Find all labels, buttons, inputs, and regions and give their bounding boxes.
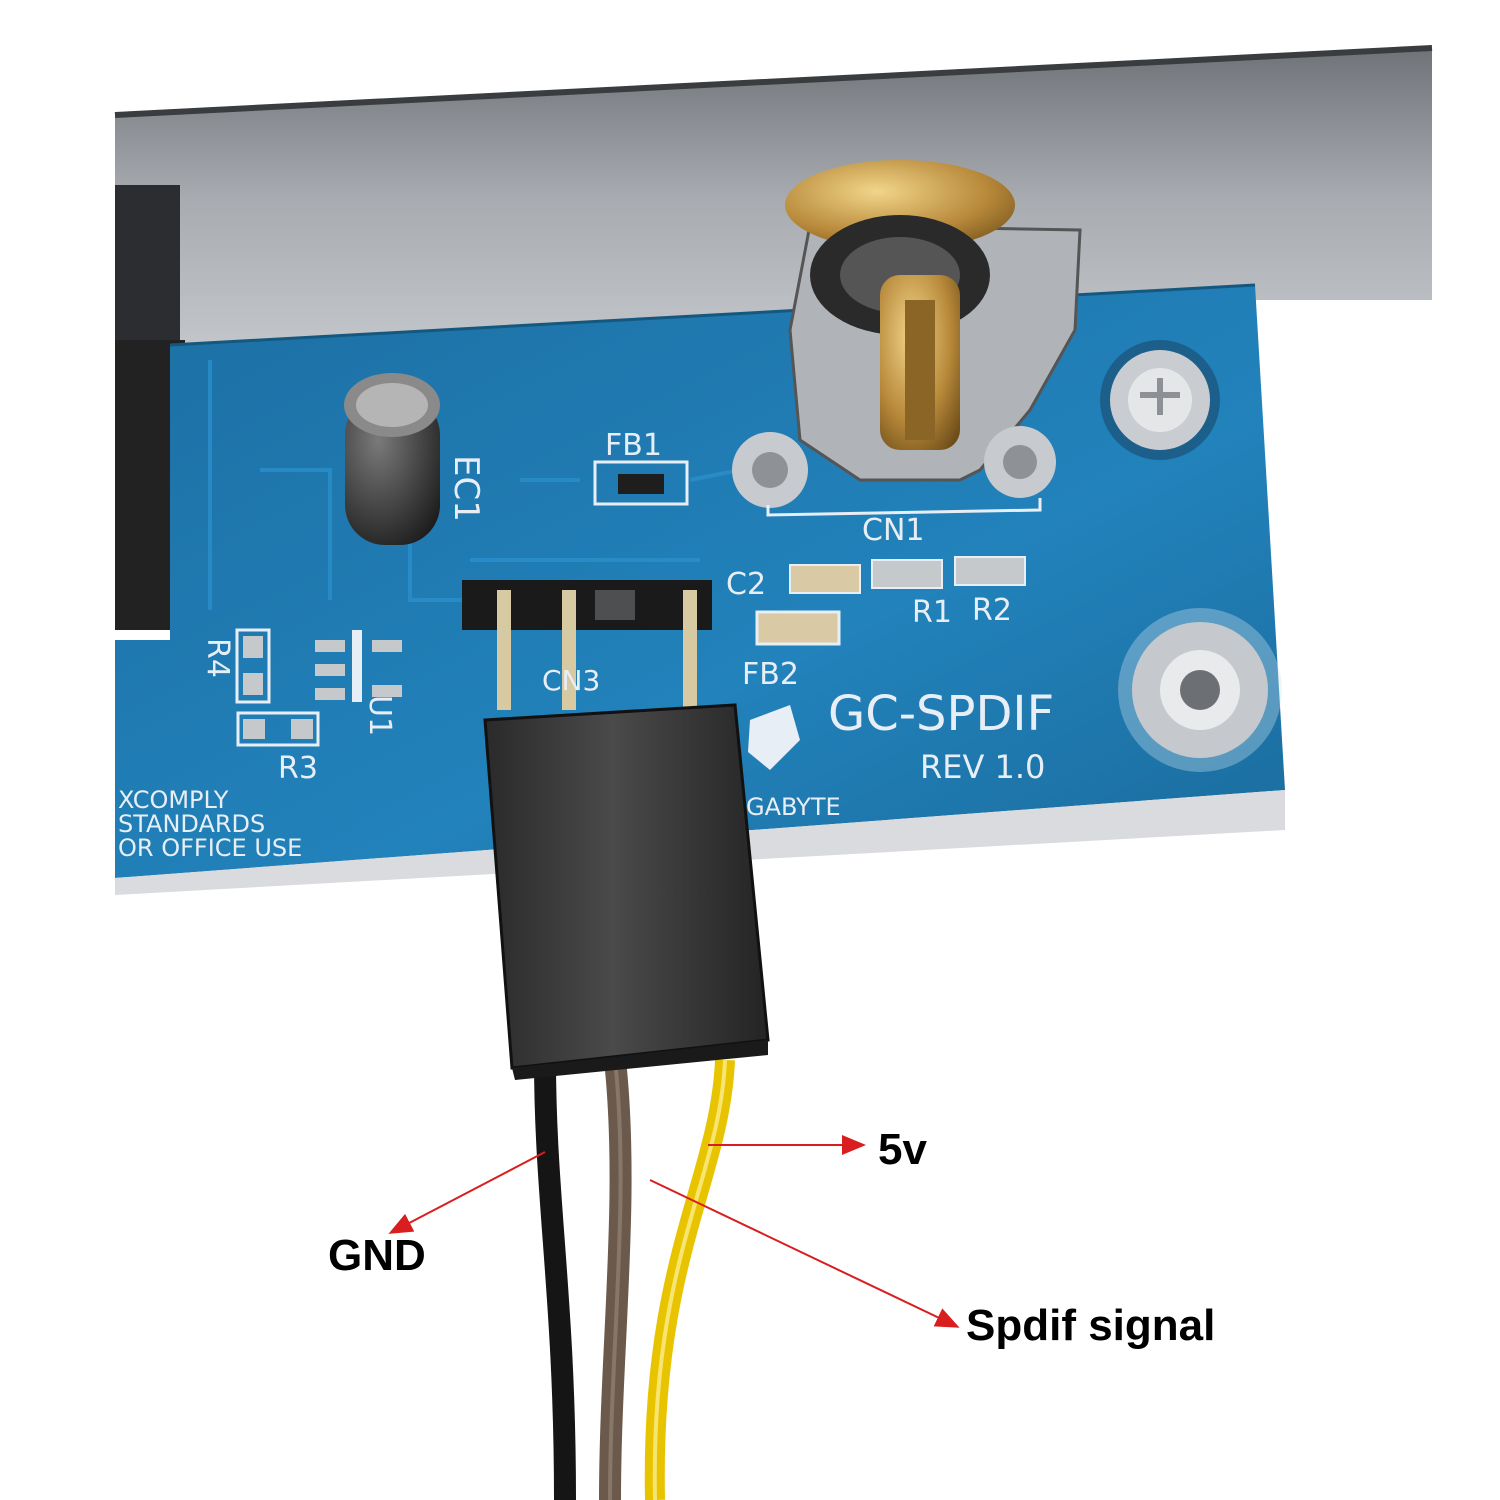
- mounting-hole: [1118, 608, 1282, 772]
- label-spdif-signal: Spdif signal: [966, 1301, 1215, 1350]
- gigabyte-logo-icon: [748, 705, 800, 770]
- capacitor-ec1: [344, 373, 440, 545]
- label-fb2: FB2: [742, 657, 799, 692]
- smd-components: [235, 460, 1026, 747]
- silkscreen-labels: FB1 EC1 CN1 C2 R1 R2 FB2 CN3 R4 U1 R3 GC…: [118, 428, 1054, 862]
- mounting-screw: [1100, 340, 1220, 460]
- label-brand: GABYTE: [746, 793, 841, 821]
- label-ec1: EC1: [446, 455, 486, 522]
- label-r1: R1: [912, 595, 952, 630]
- label-notice-line3: OR OFFICE USE: [118, 834, 302, 862]
- label-fb1: FB1: [605, 428, 662, 463]
- pin-header-cn3: [462, 580, 712, 710]
- label-r3: R3: [278, 751, 318, 786]
- label-cn3: CN3: [542, 664, 600, 697]
- arrow-gnd: [388, 1151, 546, 1234]
- metal-bracket: [114, 45, 1433, 630]
- wire-bundle: [534, 1058, 735, 1500]
- label-c2: C2: [726, 567, 766, 602]
- label-notice-line1: XCOMPLY: [118, 786, 229, 814]
- arrow-signal: [649, 1179, 960, 1328]
- label-gnd: GND: [328, 1231, 426, 1280]
- callout-arrows: [388, 1135, 960, 1328]
- label-r2: R2: [972, 593, 1012, 628]
- label-revision: REV 1.0: [920, 748, 1045, 786]
- audio-jack: [732, 160, 1082, 517]
- label-model: GC-SPDIF: [828, 686, 1054, 742]
- label-5v: 5v: [878, 1125, 927, 1174]
- label-r4: R4: [200, 638, 235, 678]
- label-notice-line2: STANDARDS: [118, 810, 265, 838]
- label-cn1: CN1: [862, 513, 924, 548]
- label-u1: U1: [362, 695, 397, 736]
- dupont-connector: [483, 703, 770, 1080]
